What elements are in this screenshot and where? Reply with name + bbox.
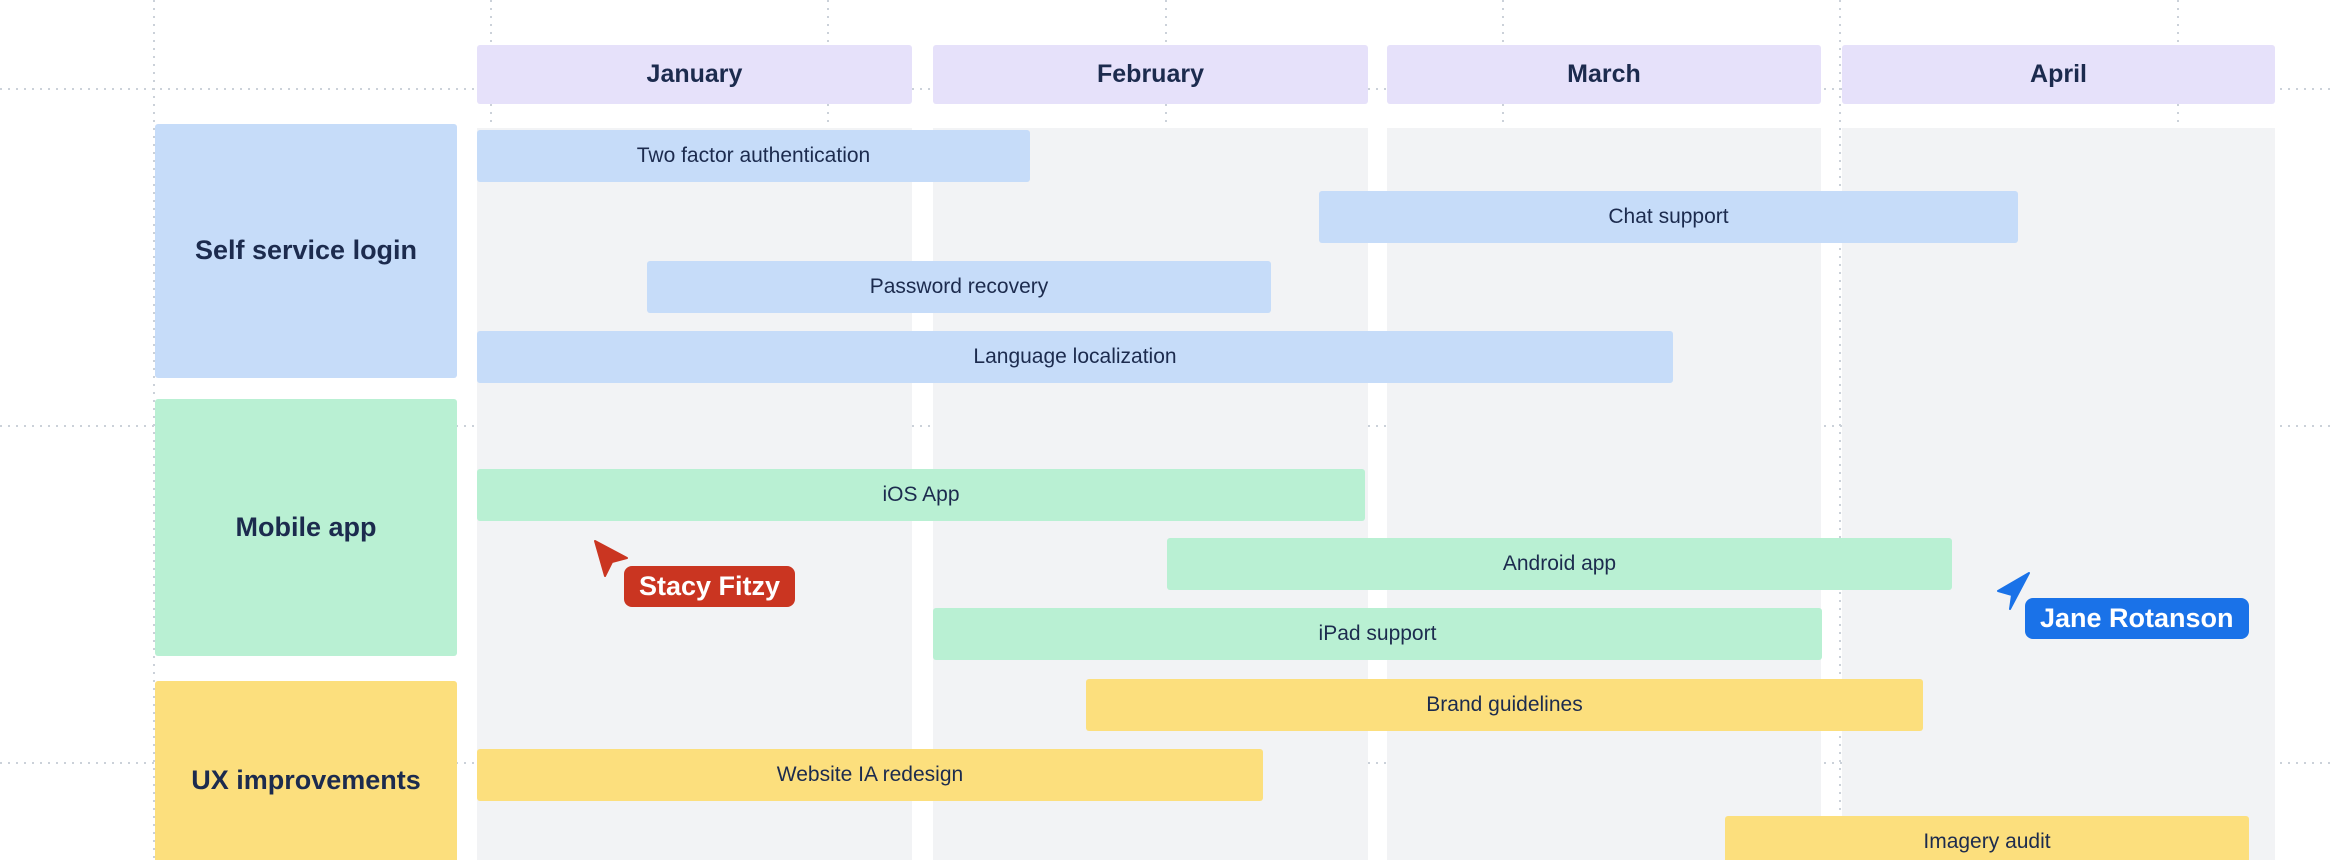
lane-ux-improvements[interactable]: UX improvements — [155, 681, 457, 860]
task-bar-two-factor-authentication[interactable]: Two factor authentication — [477, 130, 1030, 182]
task-bar-chat-support[interactable]: Chat support — [1319, 191, 2018, 243]
month-header-april[interactable]: April — [1842, 45, 2275, 104]
gridline-vertical — [1839, 0, 1841, 860]
column-bg-april — [1842, 128, 2275, 860]
task-bar-language-localization[interactable]: Language localization — [477, 331, 1673, 383]
task-bar-imagery-audit[interactable]: Imagery audit — [1725, 816, 2249, 860]
task-bar-website-ia-redesign[interactable]: Website IA redesign — [477, 749, 1263, 801]
lane-self-service-login[interactable]: Self service login — [155, 124, 457, 378]
month-header-march[interactable]: March — [1387, 45, 1821, 104]
month-header-january[interactable]: January — [477, 45, 912, 104]
task-bar-ipad-support[interactable]: iPad support — [933, 608, 1822, 660]
task-bar-brand-guidelines[interactable]: Brand guidelines — [1086, 679, 1923, 731]
month-header-february[interactable]: February — [933, 45, 1368, 104]
lane-mobile-app[interactable]: Mobile app — [155, 399, 457, 656]
column-bg-march — [1387, 128, 1821, 860]
task-bar-password-recovery[interactable]: Password recovery — [647, 261, 1271, 313]
task-bar-android-app[interactable]: Android app — [1167, 538, 1952, 590]
task-bar-ios-app[interactable]: iOS App — [477, 469, 1365, 521]
